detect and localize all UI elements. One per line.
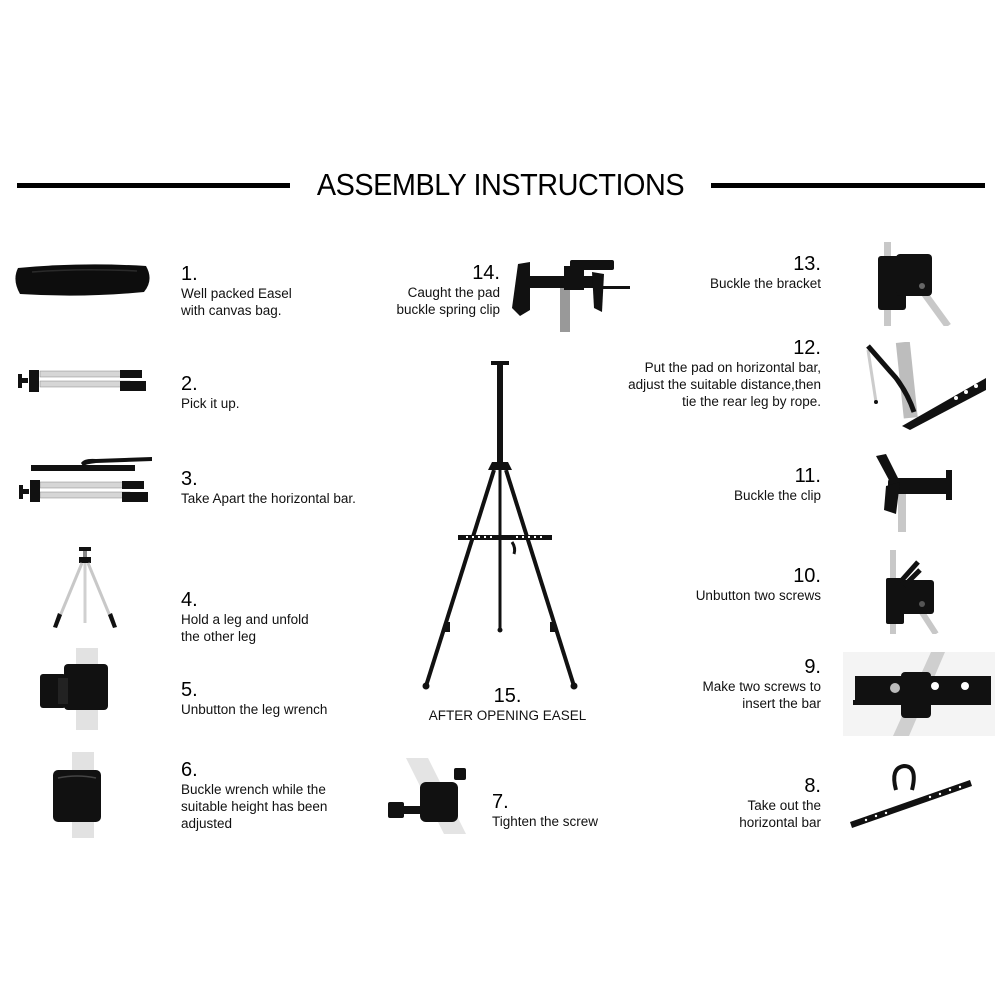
bracket-screws-image	[884, 550, 940, 634]
step-6-number: 6.	[181, 759, 198, 781]
step-2-number: 2.	[181, 373, 198, 395]
easel-and-bar-image	[16, 456, 156, 506]
step-7-number: 7.	[492, 791, 509, 813]
step-10-number: 10.	[793, 565, 821, 587]
step-12-number: 12.	[793, 337, 821, 359]
folded-easel-image	[16, 368, 152, 394]
bar-on-leg-image	[843, 652, 995, 736]
step-11-text: Buckle the clip	[733, 488, 821, 503]
step-6: 6. Buckle wrench while the suitable heig…	[181, 760, 327, 832]
open-leg-clip-image	[38, 648, 110, 730]
step-14: 14. Caught the pad buckle spring clip	[370, 263, 500, 318]
step-8: 8. Take out the horizontal bar	[640, 776, 821, 831]
step-12: 12. Put the pad on horizontal bar, adjus…	[590, 338, 821, 410]
step-7: 7. Tighten the screw	[492, 792, 598, 830]
step-3-text: Take Apart the horizontal bar.	[181, 491, 356, 506]
step-4-text: Hold a leg and unfold the other leg	[181, 612, 309, 644]
step-4-number: 4.	[181, 589, 198, 611]
horizontal-bar-image	[846, 764, 976, 830]
rope-tie-image	[862, 342, 990, 430]
step-5-text: Unbutton the leg wrench	[181, 702, 328, 717]
step-15-number: 15.	[493, 685, 522, 707]
spring-clip-image	[508, 252, 632, 332]
step-15: 15. AFTER OPENING EASEL	[400, 686, 615, 724]
step-9: 9. Make two screws to insert the bar	[640, 657, 821, 712]
screw-collar-image	[384, 756, 478, 836]
page-title: ASSEMBLY INSTRUCTIONS	[316, 167, 685, 202]
step-5-number: 5.	[181, 679, 198, 701]
step-11: 11. Buckle the clip	[640, 466, 821, 504]
step-3-number: 3.	[181, 468, 198, 490]
assembled-easel-image	[420, 358, 596, 693]
step-2: 2. Pick it up.	[181, 374, 240, 412]
step-8-number: 8.	[804, 775, 821, 797]
title-rule-left	[17, 183, 290, 188]
canvas-bag-image	[12, 262, 152, 298]
step-10-text: Unbutton two screws	[695, 588, 821, 603]
step-8-text: Take out the horizontal bar	[739, 798, 821, 830]
step-9-text: Make two screws to insert the bar	[702, 679, 821, 711]
step-1-number: 1.	[181, 263, 198, 285]
step-14-text: Caught the pad buckle spring clip	[396, 285, 500, 317]
step-7-text: Tighten the screw	[492, 814, 599, 829]
bracket-image	[876, 242, 952, 326]
step-13: 13. Buckle the bracket	[620, 254, 821, 292]
step-11-number: 11.	[794, 465, 821, 487]
step-12-text: Put the pad on horizontal bar, adjust th…	[628, 360, 821, 409]
title-rule-right	[711, 183, 985, 188]
step-5: 5. Unbutton the leg wrench	[181, 680, 327, 718]
step-9-number: 9.	[804, 656, 821, 678]
step-2-text: Pick it up.	[181, 396, 240, 411]
step-6-text: Buckle wrench while the suitable height …	[181, 782, 328, 831]
step-3: 3. Take Apart the horizontal bar.	[181, 469, 356, 507]
closed-leg-clip-image	[52, 752, 102, 838]
step-10: 10. Unbutton two screws	[640, 566, 821, 604]
clip-image	[872, 452, 956, 532]
step-4: 4. Hold a leg and unfold the other leg	[181, 590, 309, 645]
step-13-text: Buckle the bracket	[709, 276, 821, 291]
step-15-text: AFTER OPENING EASEL	[428, 708, 587, 723]
step-14-number: 14.	[472, 262, 500, 284]
step-1-text: Well packed Easel with canvas bag.	[181, 286, 292, 318]
step-1: 1. Well packed Easel with canvas bag.	[181, 264, 292, 319]
step-13-number: 13.	[793, 253, 821, 275]
tripod-image	[50, 547, 120, 629]
